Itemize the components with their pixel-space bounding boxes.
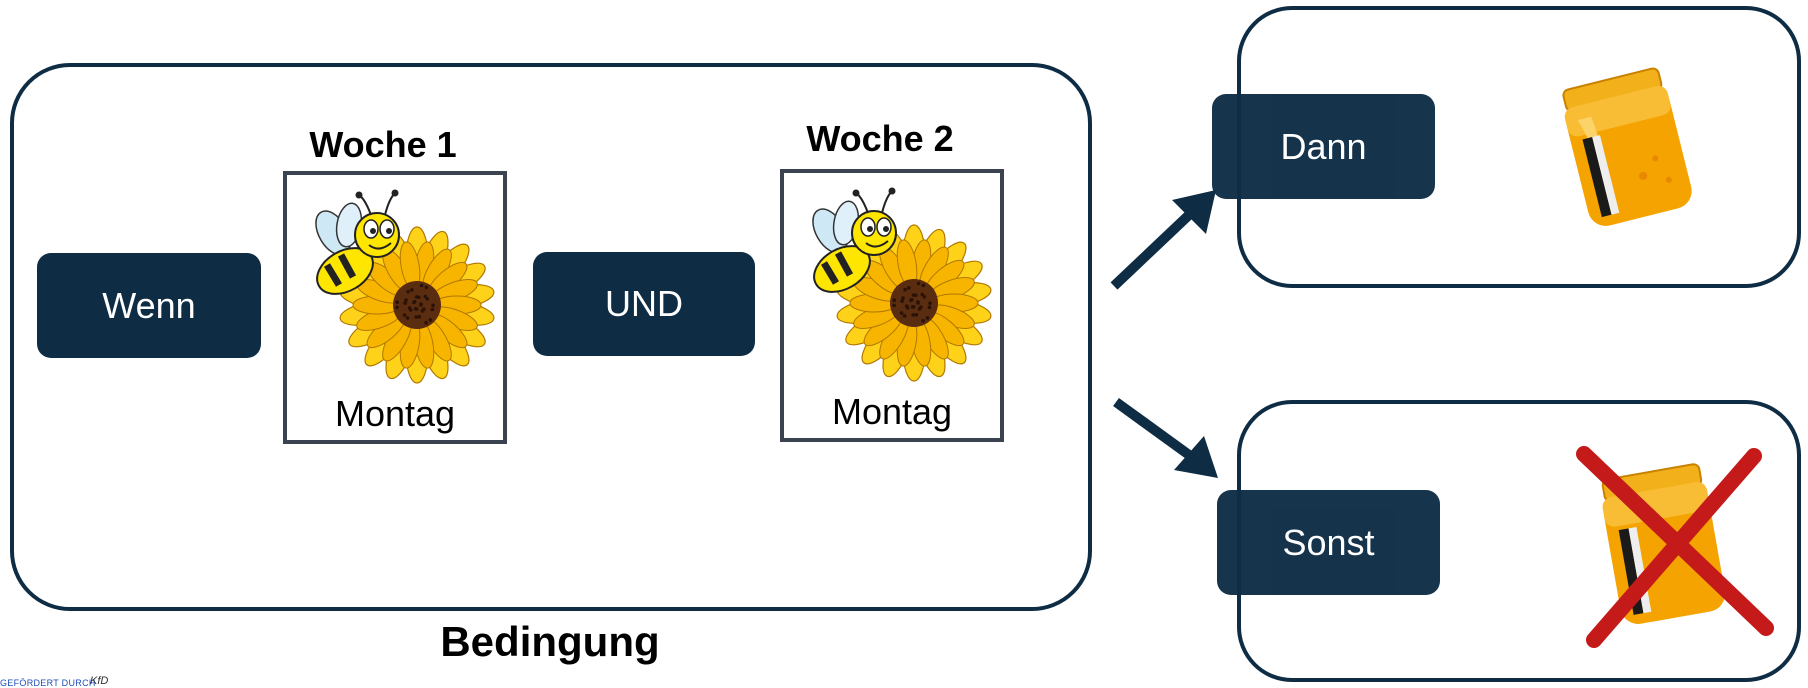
week-2-title: Woche 2 xyxy=(806,118,954,159)
sponsor-logo: KfD xyxy=(90,675,109,687)
bee-sunflower-icon xyxy=(812,187,992,382)
wenn-button: Wenn xyxy=(37,253,261,358)
week-1-day-label: Montag xyxy=(334,393,456,434)
else-button: Sonst xyxy=(1217,490,1440,595)
arrow-up-right-icon xyxy=(1110,190,1216,290)
und-button: UND xyxy=(533,252,755,356)
week-1-title: Woche 1 xyxy=(309,124,457,165)
funding-note: GEFÖRDERT DURCH xyxy=(0,678,96,688)
condition-caption: Bedingung xyxy=(440,618,660,665)
then-button: Dann xyxy=(1212,94,1435,199)
week-2-day-label: Montag xyxy=(831,391,953,432)
week-1-card: Montag xyxy=(283,171,507,444)
red-cross-icon xyxy=(1576,446,1774,648)
arrow-down-right-icon xyxy=(1113,397,1218,478)
week-2-card: Montag xyxy=(780,169,1004,442)
honey-jar-icon xyxy=(1562,67,1692,226)
bee-sunflower-icon xyxy=(315,189,495,384)
